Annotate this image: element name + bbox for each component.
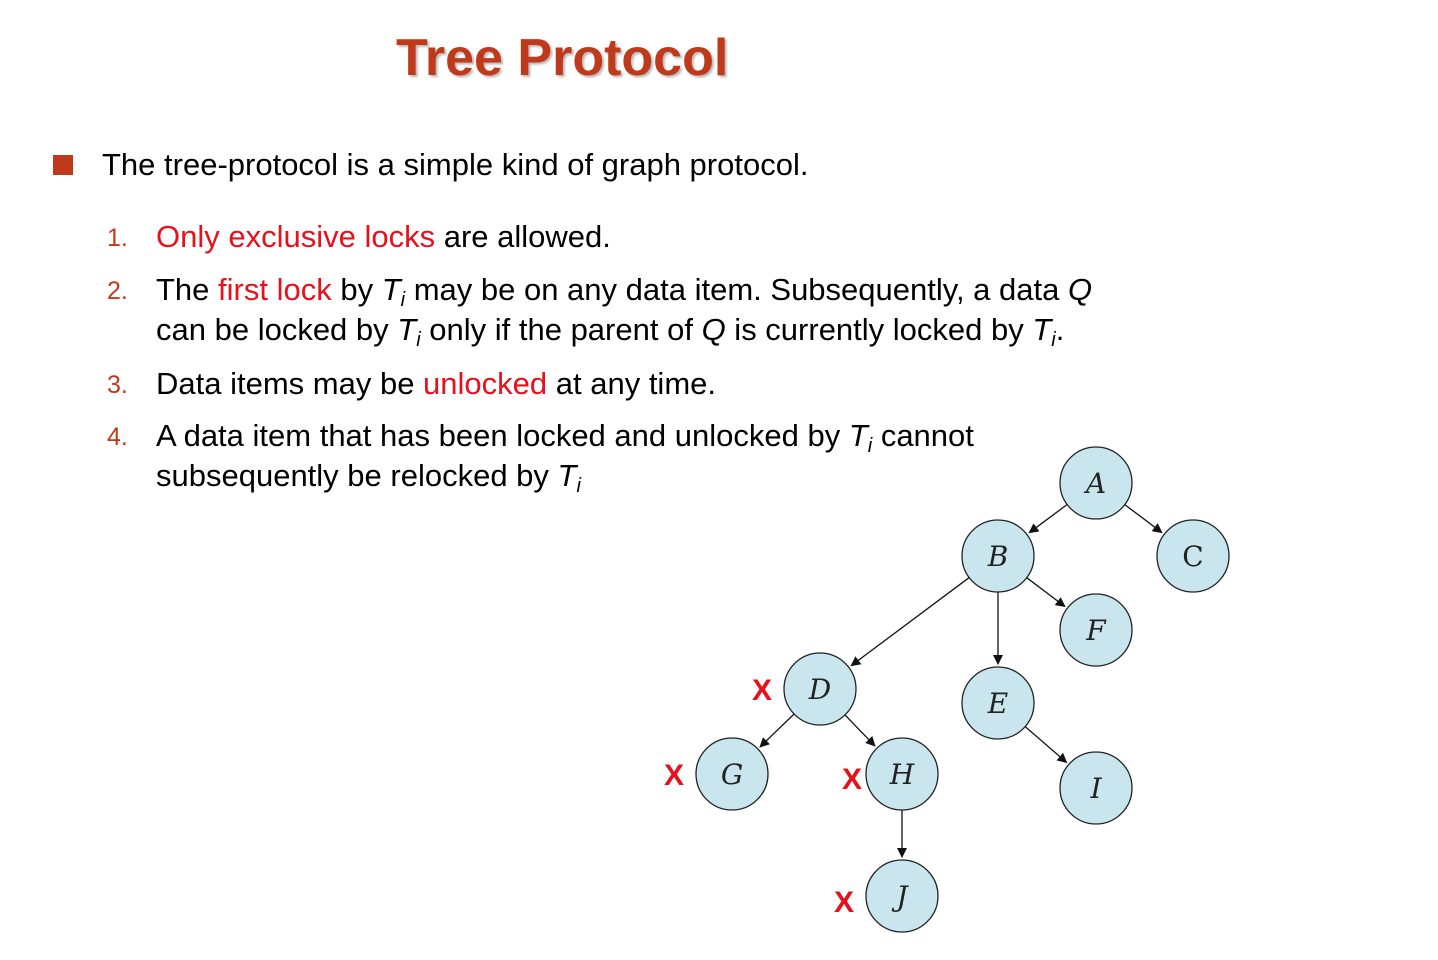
highlight-text: Only exclusive locks <box>156 219 436 254</box>
node-h: H <box>865 737 939 811</box>
edge-b-d <box>850 577 970 667</box>
rule-text: are allowed. <box>435 219 611 254</box>
node-circle <box>783 652 857 726</box>
rule-line: can be locked by Ti only if the parent o… <box>156 312 1065 351</box>
rule-text: i <box>400 289 406 311</box>
node-circle <box>1059 593 1133 667</box>
bullet-square <box>53 155 73 175</box>
node-c: C <box>1156 519 1230 593</box>
node-d: D <box>783 652 857 726</box>
node-circle <box>1059 751 1133 825</box>
x-mark-j: X <box>834 886 854 919</box>
node-label: A <box>1083 467 1106 500</box>
rule-line: A data item that has been locked and unl… <box>156 418 974 457</box>
node-label: G <box>721 758 743 791</box>
edge-a-c <box>1124 504 1163 534</box>
rule-number: 3. <box>107 371 128 399</box>
rule-line: subsequently be relocked by Ti <box>156 458 581 497</box>
edge-a-b <box>1028 503 1068 534</box>
rule-number: 2. <box>107 277 128 305</box>
edge-e-i <box>1024 726 1068 764</box>
node-circle <box>865 859 939 933</box>
node-i: I <box>1059 751 1133 825</box>
rule-text: T <box>381 272 401 307</box>
node-circle <box>1156 519 1230 593</box>
rule-text: at any time. <box>547 366 716 401</box>
node-circle <box>1059 446 1133 520</box>
x-mark-h: X <box>842 763 862 796</box>
rule-text: Q <box>701 312 726 347</box>
rule-text: T <box>557 458 577 493</box>
node-circle <box>695 737 769 811</box>
edge-d-h <box>844 714 876 747</box>
node-circle <box>961 666 1035 740</box>
node-label: I <box>1089 772 1102 805</box>
node-b: B <box>961 519 1035 593</box>
rule-text: i <box>416 329 421 351</box>
rule-line: Only exclusive locks are allowed. <box>156 219 611 255</box>
page-title: Tree Protocol <box>396 29 729 87</box>
rule-text: T <box>1032 312 1052 347</box>
rule-number: 1. <box>107 224 128 252</box>
highlight-text: first lock <box>218 272 332 307</box>
node-a: A <box>1059 446 1133 520</box>
rule-text: subsequently be relocked by <box>156 458 558 493</box>
rule-text: The <box>156 272 219 307</box>
rule-text: Q <box>1067 272 1093 307</box>
rule-text: cannot <box>872 418 974 453</box>
node-circle <box>961 519 1035 593</box>
rule-text: T <box>848 418 868 453</box>
highlight-text: unlocked <box>423 366 548 401</box>
rule-text: A data item that has been locked and unl… <box>156 418 849 453</box>
rule-number: 4. <box>107 423 128 451</box>
rule-text: i <box>576 475 581 497</box>
rule-text: i <box>867 435 873 457</box>
edge-b-f <box>1026 577 1066 608</box>
node-label: H <box>889 758 915 791</box>
node-f: F <box>1059 593 1133 667</box>
x-mark-g: X <box>664 759 684 792</box>
node-label: J <box>891 880 909 913</box>
rule-text: may be on any data item. Subsequently, a… <box>405 272 1068 307</box>
node-circle <box>865 737 939 811</box>
rule-text: . <box>1055 312 1065 347</box>
node-j: J <box>865 859 939 933</box>
node-label: E <box>987 687 1008 720</box>
rule-text: Data items may be <box>156 366 424 401</box>
main-point: The tree-protocol is a simple kind of gr… <box>102 147 809 182</box>
rule-text: can be locked by <box>156 312 398 347</box>
node-label: F <box>1085 614 1107 647</box>
rule-line: The first lock by Ti may be on any data … <box>156 272 1093 311</box>
node-label: C <box>1182 540 1203 573</box>
rule-text: by <box>331 272 382 307</box>
rule-line: Data items may be unlocked at any time. <box>156 366 716 402</box>
rule-text: i <box>1051 329 1056 351</box>
node-e: E <box>961 666 1035 740</box>
node-label: B <box>987 540 1009 573</box>
rule-text: is currently locked by <box>725 312 1033 347</box>
node-label: D <box>808 673 831 706</box>
edge-d-g <box>759 713 795 748</box>
node-g: G <box>695 737 769 811</box>
rule-text: T <box>397 312 417 347</box>
x-mark-d: X <box>752 674 772 707</box>
rule-text: only if the parent of <box>420 312 702 347</box>
